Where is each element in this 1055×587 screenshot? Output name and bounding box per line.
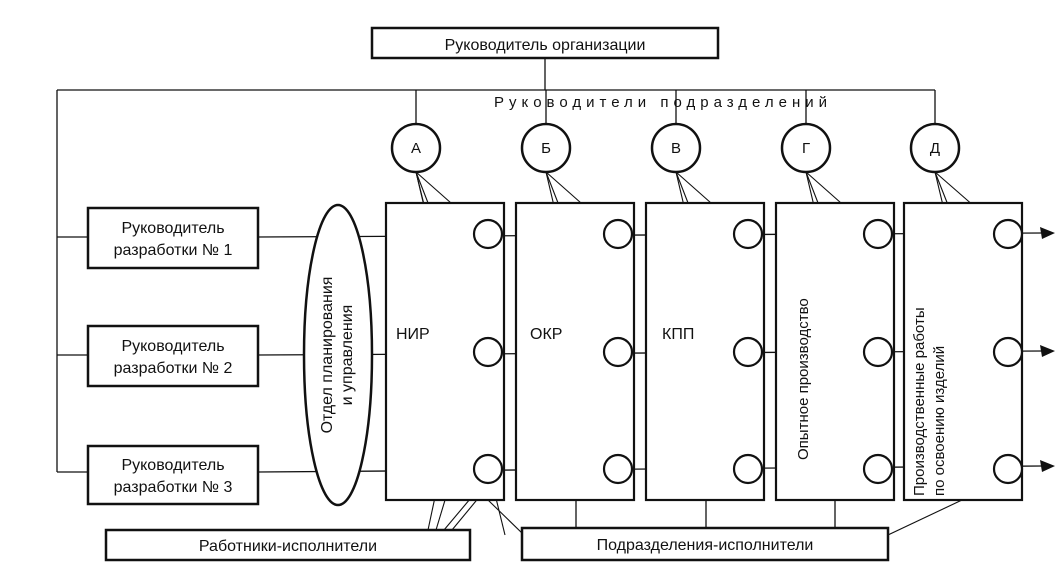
- dev-manager-2-line1: Руководитель: [121, 338, 224, 355]
- dept-label-production-line2: по освоению изделий: [931, 346, 948, 496]
- dev-manager-2-line2: разработки № 2: [114, 360, 233, 377]
- arrowheads: [1040, 227, 1055, 472]
- unit-head-label-b: Б: [541, 140, 551, 157]
- head-label: Руководитель организации: [445, 37, 646, 54]
- unit-head-circle-v: [650, 122, 702, 174]
- planning-dept-line1: Отдел планирования: [319, 277, 336, 434]
- planning-dept: Отдел планирования и управления: [302, 203, 374, 507]
- unit-heads-label: Руководители подразделений: [494, 94, 832, 111]
- executor-circles: [472, 218, 1024, 485]
- unit-head-label-a: А: [411, 140, 421, 157]
- workers-label: Работники-исполнители: [199, 538, 377, 555]
- unit-head-circle-d: [909, 122, 961, 174]
- arrow-1: [1040, 227, 1055, 239]
- unit-head-label-v: В: [671, 140, 681, 157]
- dev-manager-3-line2: разработки № 3: [114, 479, 233, 496]
- dept-label-production-line1: Производственные работы: [911, 307, 928, 496]
- arrow-2: [1040, 345, 1055, 357]
- executor-circle: [992, 218, 1024, 250]
- executor-circle: [862, 218, 894, 250]
- unit-head-circle-g: [780, 122, 832, 174]
- subdivisions-links: [487, 499, 963, 536]
- executor-circle: [472, 336, 504, 368]
- arrow-3: [1040, 460, 1055, 472]
- executor-circle: [472, 218, 504, 250]
- executor-circle: [732, 218, 764, 250]
- planning-dept-line2: и управления: [339, 305, 356, 406]
- executor-circle: [992, 453, 1024, 485]
- executor-circle: [472, 453, 504, 485]
- executor-circle: [992, 336, 1024, 368]
- unit-head-label-g: Г: [802, 140, 810, 157]
- dept-label-nir: НИР: [396, 326, 430, 343]
- dev-manager-1-line2: разработки № 1: [114, 242, 233, 259]
- executor-circle: [602, 336, 634, 368]
- unit-head-label-d: Д: [930, 140, 940, 157]
- executor-circle: [732, 336, 764, 368]
- dev-manager-3-line1: Руководитель: [121, 457, 224, 474]
- dev-manager-3: Руководитель разработки № 3: [86, 444, 260, 506]
- subdivisions-label: Подразделения-исполнители: [597, 537, 814, 554]
- executor-circle: [732, 453, 764, 485]
- dept-label-pilot: Опытное производство: [795, 298, 812, 460]
- workers-box: Работники-исполнители: [104, 528, 472, 562]
- executor-circle: [862, 336, 894, 368]
- dept-label-kpp: КПП: [662, 326, 694, 343]
- unit-head-circle-a: [390, 122, 442, 174]
- dev-manager-1: Руководитель разработки № 1: [86, 206, 260, 270]
- executor-circle: [862, 453, 894, 485]
- dept-label-okr: ОКР: [530, 326, 562, 343]
- unit-head-circles: А Б В Г Д: [390, 122, 961, 174]
- head-box: Руководитель организации: [370, 26, 720, 60]
- executor-circle: [602, 218, 634, 250]
- subdivisions-box: Подразделения-исполнители: [520, 526, 890, 562]
- unit-head-circle-b: [520, 122, 572, 174]
- executor-circle: [602, 453, 634, 485]
- dev-manager-1-line1: Руководитель: [121, 220, 224, 237]
- dev-manager-2: Руководитель разработки № 2: [86, 324, 260, 388]
